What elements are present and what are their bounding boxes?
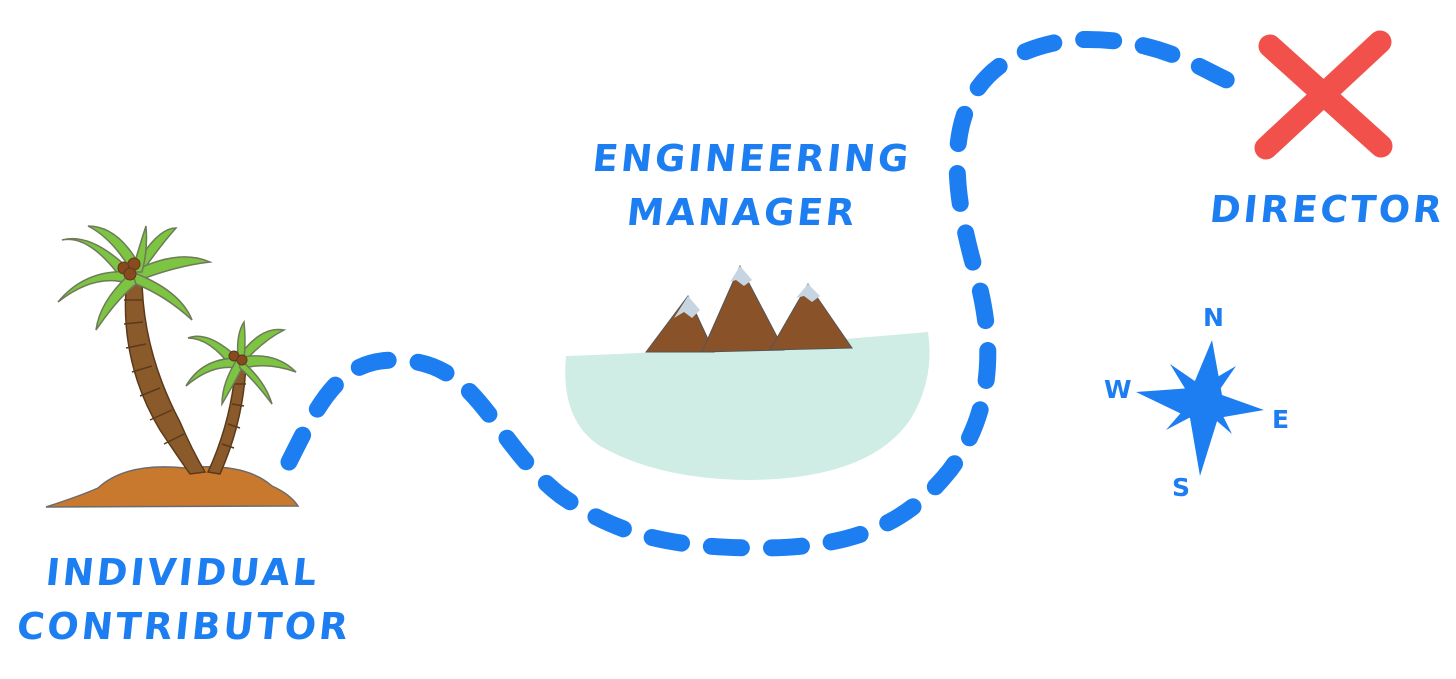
x-mark-icon: [1254, 30, 1393, 160]
compass-west: W: [1104, 375, 1132, 404]
compass-east: E: [1272, 405, 1289, 434]
palm-island-icon: [45, 225, 300, 508]
compass-north: N: [1203, 303, 1224, 332]
director-label: DIRECTOR: [1207, 188, 1447, 231]
career-path-route: [280, 31, 1247, 557]
engineering-manager-label: ENGINEERING MANAGER: [590, 137, 914, 234]
mountain-island-icon: [565, 264, 930, 480]
compass-star-diagonal: [1166, 364, 1236, 434]
compass-rose-icon: N W E S: [1104, 303, 1289, 502]
individual-contributor-label: INDIVIDUAL CONTRIBUTOR: [14, 551, 353, 648]
compass-south: S: [1172, 473, 1190, 502]
